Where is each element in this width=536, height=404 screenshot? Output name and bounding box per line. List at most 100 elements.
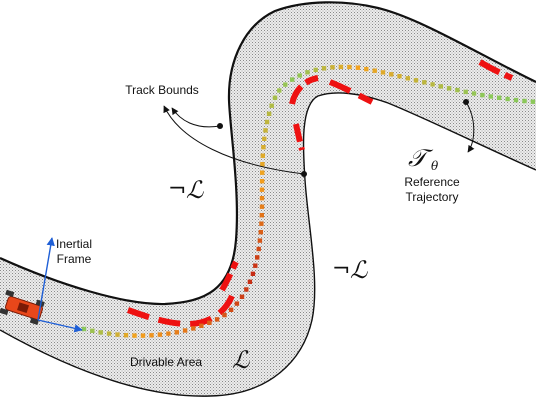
trajectory-dot	[313, 67, 318, 73]
track-boundary-lower	[0, 92, 536, 397]
trajectory-dot	[266, 111, 272, 116]
trajectory-dot	[397, 74, 402, 79]
trajectory-dot	[239, 294, 245, 299]
trajectory-dot	[530, 99, 536, 104]
trajectory-callout	[463, 99, 475, 153]
trajectory-dot	[253, 263, 258, 268]
not-sign-left: ¬	[168, 177, 186, 202]
callout-to-upper-bound	[171, 107, 221, 128]
trajectory-dot	[290, 77, 295, 82]
trajectory-dot	[269, 103, 274, 108]
trajectory-dot	[505, 96, 510, 102]
inertial-frame-label-line2: Frame	[57, 252, 92, 266]
trajectory-dot	[174, 330, 179, 335]
trajectory-dot	[259, 179, 265, 184]
bound-point-lower	[301, 171, 307, 177]
trajectory-dot	[214, 317, 220, 322]
curb-top-left	[289, 75, 319, 105]
trajectory-dot	[244, 287, 249, 292]
callout-to-trajectory	[465, 101, 475, 153]
trajectory-dot	[259, 204, 265, 209]
trajectory-dot	[256, 246, 261, 252]
trajectory-dot	[264, 119, 270, 125]
trajectory-dot	[455, 87, 460, 93]
trajectory-dot	[413, 78, 419, 83]
trajectory-dot	[234, 301, 240, 306]
track-bounds-callouts	[163, 105, 307, 177]
trajectory-dot	[438, 84, 443, 89]
trajectory-dot	[347, 64, 352, 70]
curb-group	[126, 59, 514, 328]
not-drivable-right: ¬ ℒ	[332, 256, 368, 284]
trajectory-dot	[250, 271, 256, 276]
reference-trajectory-label-line1: Reference	[404, 175, 460, 189]
trajectory-dot	[338, 64, 344, 70]
trajectory-dot	[140, 333, 146, 338]
trajectory-dot	[389, 72, 394, 77]
script-l-left: ℒ	[186, 176, 204, 204]
curb-bottom-left	[126, 294, 235, 328]
trajectory-dot	[199, 323, 204, 328]
callout-to-lower-bound	[163, 105, 305, 175]
trajectory-point	[463, 99, 469, 105]
curb-top-right	[478, 59, 514, 81]
frame-x-axis	[37, 319, 83, 333]
trajectory-dot	[430, 82, 435, 87]
trajectory-dot	[106, 331, 112, 336]
trajectory-dot	[222, 312, 227, 318]
trajectory-dot	[90, 328, 95, 333]
trajectory-dot	[488, 94, 493, 99]
trajectory-dot	[497, 95, 502, 100]
trajectory-dot	[355, 65, 361, 70]
trajectory-dot	[258, 230, 263, 235]
trajectory-dot	[321, 66, 327, 71]
trajectory-dot	[259, 196, 265, 201]
trajectory-dot	[228, 307, 234, 312]
trajectory-dot	[182, 328, 188, 333]
trajectory-dot	[257, 238, 263, 243]
trajectory-dot	[260, 153, 265, 158]
trajectory-dot	[149, 333, 154, 338]
trajectory-dot	[272, 95, 278, 100]
trajectory-dot	[247, 279, 253, 284]
trajectory-dot	[480, 92, 485, 98]
trajectory-dot	[262, 136, 267, 141]
trajectory-dot	[372, 68, 377, 73]
trajectory-dot	[305, 70, 310, 75]
trajectory-dot	[261, 145, 266, 150]
inertial-frame-axes	[37, 237, 83, 333]
trajectory-dot	[259, 221, 264, 226]
trajectory-dot	[422, 80, 427, 85]
not-drivable-left: ¬ ℒ	[168, 176, 204, 204]
trajectory-dot	[330, 65, 335, 70]
trajectory-symbol: 𝒯 θ	[408, 144, 439, 173]
trajectory-dot	[446, 86, 452, 91]
trajectory-dot	[191, 326, 196, 331]
trajectory-dot	[522, 98, 527, 104]
trajectory-dot	[123, 333, 129, 338]
trajectory-dot	[98, 330, 103, 335]
trajectory-dot	[405, 76, 410, 81]
curb-bottom-apex	[219, 260, 239, 292]
trajectory-dot	[471, 91, 477, 96]
trajectory-dot	[255, 255, 260, 260]
track-boundary-upper	[0, 1, 536, 306]
reference-trajectory	[81, 64, 536, 338]
frame-y-axis	[37, 237, 55, 321]
track-bounds-label: Track Bounds	[125, 83, 199, 97]
trajectory-dot	[259, 213, 264, 218]
reference-trajectory-label-line2: Trajectory	[406, 190, 459, 204]
trajectory-dot	[263, 128, 268, 133]
trajectory-dot	[277, 88, 282, 93]
trajectory-dot	[380, 70, 386, 75]
trajectory-dot	[207, 320, 212, 325]
trajectory-dot	[157, 332, 163, 337]
curb-top-inner	[328, 79, 374, 105]
drivable-area-label: Drivable Area	[130, 355, 202, 369]
trajectory-dot	[260, 162, 265, 167]
drivable-set-symbol: ℒ	[232, 346, 250, 374]
trajectory-dot	[283, 82, 288, 87]
trajectory-dot	[132, 333, 137, 338]
inertial-frame-label-line1: Inertial	[56, 237, 92, 251]
